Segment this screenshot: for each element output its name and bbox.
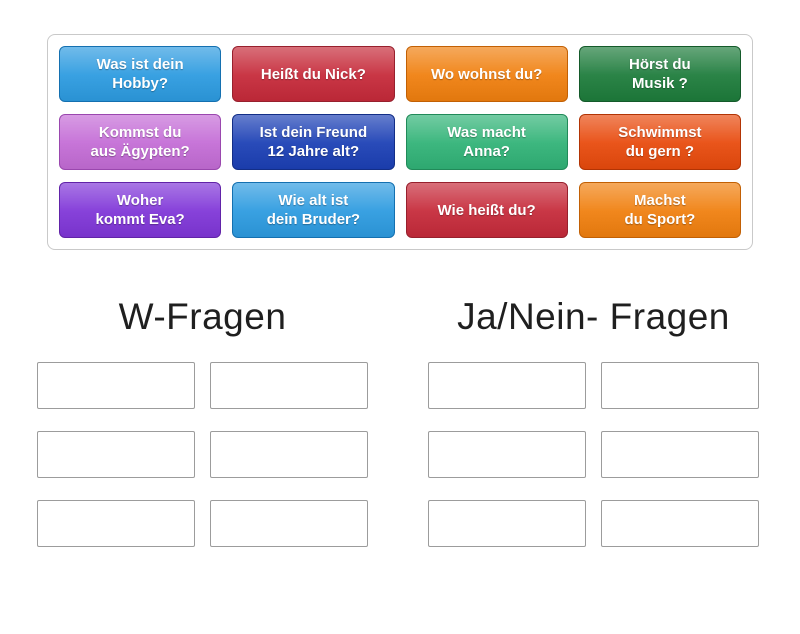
question-card[interactable]: Ist dein Freund 12 Jahre alt? [232,114,395,170]
question-card[interactable]: Machst du Sport? [578,182,741,238]
group-w-fragen: W-Fragen [37,296,368,547]
question-card-label: Ist dein Freund 12 Jahre alt? [259,124,368,160]
card-tray: Was ist dein Hobby? Heißt du Nick? Wo wo… [47,34,753,250]
drop-slot[interactable] [601,362,759,409]
question-card-label: Was macht Anna? [447,124,526,160]
question-card-label: Kommst du aus Ägypten? [90,124,190,160]
question-card[interactable]: Heißt du Nick? [232,46,395,102]
group-title-w-fragen: W-Fragen [118,296,287,337]
drop-slot[interactable] [601,500,759,547]
group-w-fragen-slots [37,362,368,547]
drop-slot[interactable] [210,362,368,409]
drop-slot[interactable] [37,431,195,478]
question-card-label: Heißt du Nick? [260,65,366,83]
question-card[interactable]: Woher kommt Eva? [59,182,222,238]
question-card-label: Wie heißt du? [437,201,536,219]
drop-slot[interactable] [601,431,759,478]
drop-slot[interactable] [210,500,368,547]
question-card[interactable]: Wie heißt du? [405,182,568,238]
question-card-label: Hörst du Musik ? [629,56,691,92]
question-card[interactable]: Hörst du Musik ? [578,46,741,102]
group-ja-nein-fragen-slots [428,362,759,547]
group-ja-nein-fragen: Ja/Nein- Fragen [428,296,759,547]
drop-slot[interactable] [37,362,195,409]
drop-slot[interactable] [428,362,586,409]
group-area: W-Fragen Ja/Nein- Fragen [0,296,800,547]
drop-slot[interactable] [210,431,368,478]
question-card[interactable]: Kommst du aus Ägypten? [59,114,222,170]
question-card[interactable]: Wo wohnst du? [405,46,568,102]
question-card-label: Wo wohnst du? [430,65,543,83]
question-card[interactable]: Wie alt ist dein Bruder? [232,182,395,238]
question-card[interactable]: Was ist dein Hobby? [59,46,222,102]
drop-slot[interactable] [37,500,195,547]
question-card[interactable]: Was macht Anna? [405,114,568,170]
question-card-label: Woher kommt Eva? [95,192,185,228]
drop-slot[interactable] [428,431,586,478]
question-card-label: Machst du Sport? [624,192,696,228]
question-card-label: Was ist dein Hobby? [96,56,184,92]
question-card-label: Wie alt ist dein Bruder? [266,192,361,228]
drop-slot[interactable] [428,500,586,547]
group-title-ja-nein-fragen: Ja/Nein- Fragen [457,296,730,337]
question-card-label: Schwimmst du gern ? [618,124,702,160]
question-card[interactable]: Schwimmst du gern ? [578,114,741,170]
